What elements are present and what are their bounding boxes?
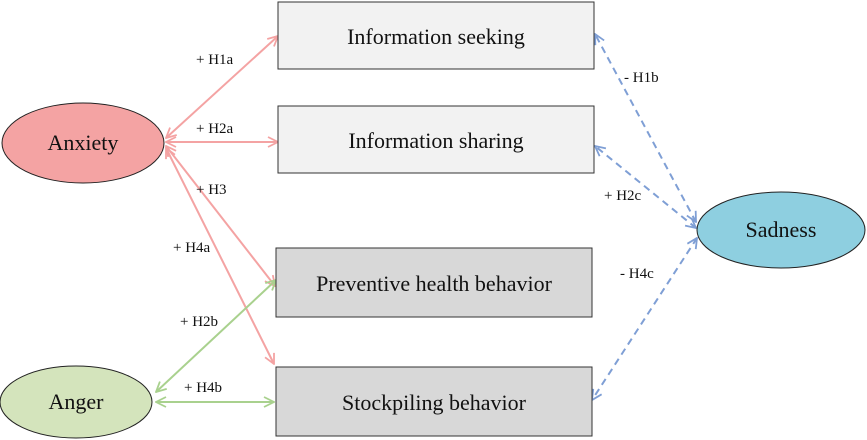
edge-anger-preventive <box>156 280 276 392</box>
sadness-edges <box>592 34 697 400</box>
label-anxiety: Anxiety <box>48 130 119 155</box>
label-h4c: - H4c <box>620 266 654 282</box>
label-h1a: + H1a <box>196 52 234 68</box>
label-h2a: + H2a <box>196 121 234 137</box>
anger-edges <box>156 280 276 402</box>
node-sadness <box>696 191 866 269</box>
edge-anxiety-info-seeking <box>166 36 278 138</box>
label-h4a: + H4a <box>173 240 211 256</box>
label-info-sharing: Information sharing <box>348 128 523 153</box>
box-stockpiling <box>275 366 593 437</box>
edge-anxiety-preventive <box>166 146 275 286</box>
label-sadness: Sadness <box>746 217 817 242</box>
box-info-sharing <box>277 105 595 174</box>
label-preventive: Preventive health behavior <box>316 271 552 296</box>
behavior-boxes: Information seeking Information sharing … <box>275 1 595 437</box>
label-stockpiling: Stockpiling behavior <box>342 390 527 415</box>
emotion-nodes: Anxiety Anger Sadness <box>0 102 866 439</box>
label-h4b: + H4b <box>184 380 222 396</box>
hypothesis-labels: + H1a + H2a + H3 + H4a + H2b + H4b - H1b… <box>173 52 659 396</box>
label-anger: Anger <box>49 389 105 414</box>
label-h2c: + H2c <box>604 188 642 204</box>
box-info-seeking <box>277 1 595 70</box>
edge-sadness-stockpiling <box>592 238 697 400</box>
label-h1b: - H1b <box>624 70 659 86</box>
edge-sadness-info-sharing <box>595 146 696 228</box>
node-anxiety <box>1 102 165 184</box>
node-anger <box>0 365 153 439</box>
box-preventive <box>275 247 593 318</box>
label-h3: + H3 <box>196 182 227 198</box>
label-info-seeking: Information seeking <box>347 24 525 49</box>
label-h2b: + H2b <box>180 314 218 330</box>
